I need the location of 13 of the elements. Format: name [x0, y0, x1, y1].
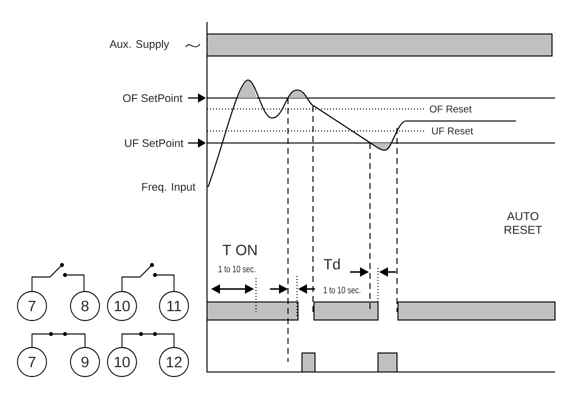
- contact-wire: [122, 332, 174, 348]
- time-label: T ON: [222, 244, 257, 256]
- time-label: Td: [324, 258, 340, 270]
- signal-label: Aux. Supply: [110, 40, 170, 50]
- time-range-label: 1 to 10 sec.: [218, 266, 256, 272]
- time-range-label: 1 to 10 sec.: [324, 286, 360, 294]
- signal-label: Freq. Input: [142, 183, 196, 193]
- reset-level-label: OF Reset: [430, 106, 472, 112]
- mode-label: AUTO RESET: [504, 212, 542, 234]
- setpoint-label: OF SetPoint: [123, 94, 182, 102]
- setpoint-label: UF SetPoint: [125, 138, 184, 148]
- reset-level-label: UF Reset: [432, 128, 474, 134]
- contact-wire: [32, 332, 86, 348]
